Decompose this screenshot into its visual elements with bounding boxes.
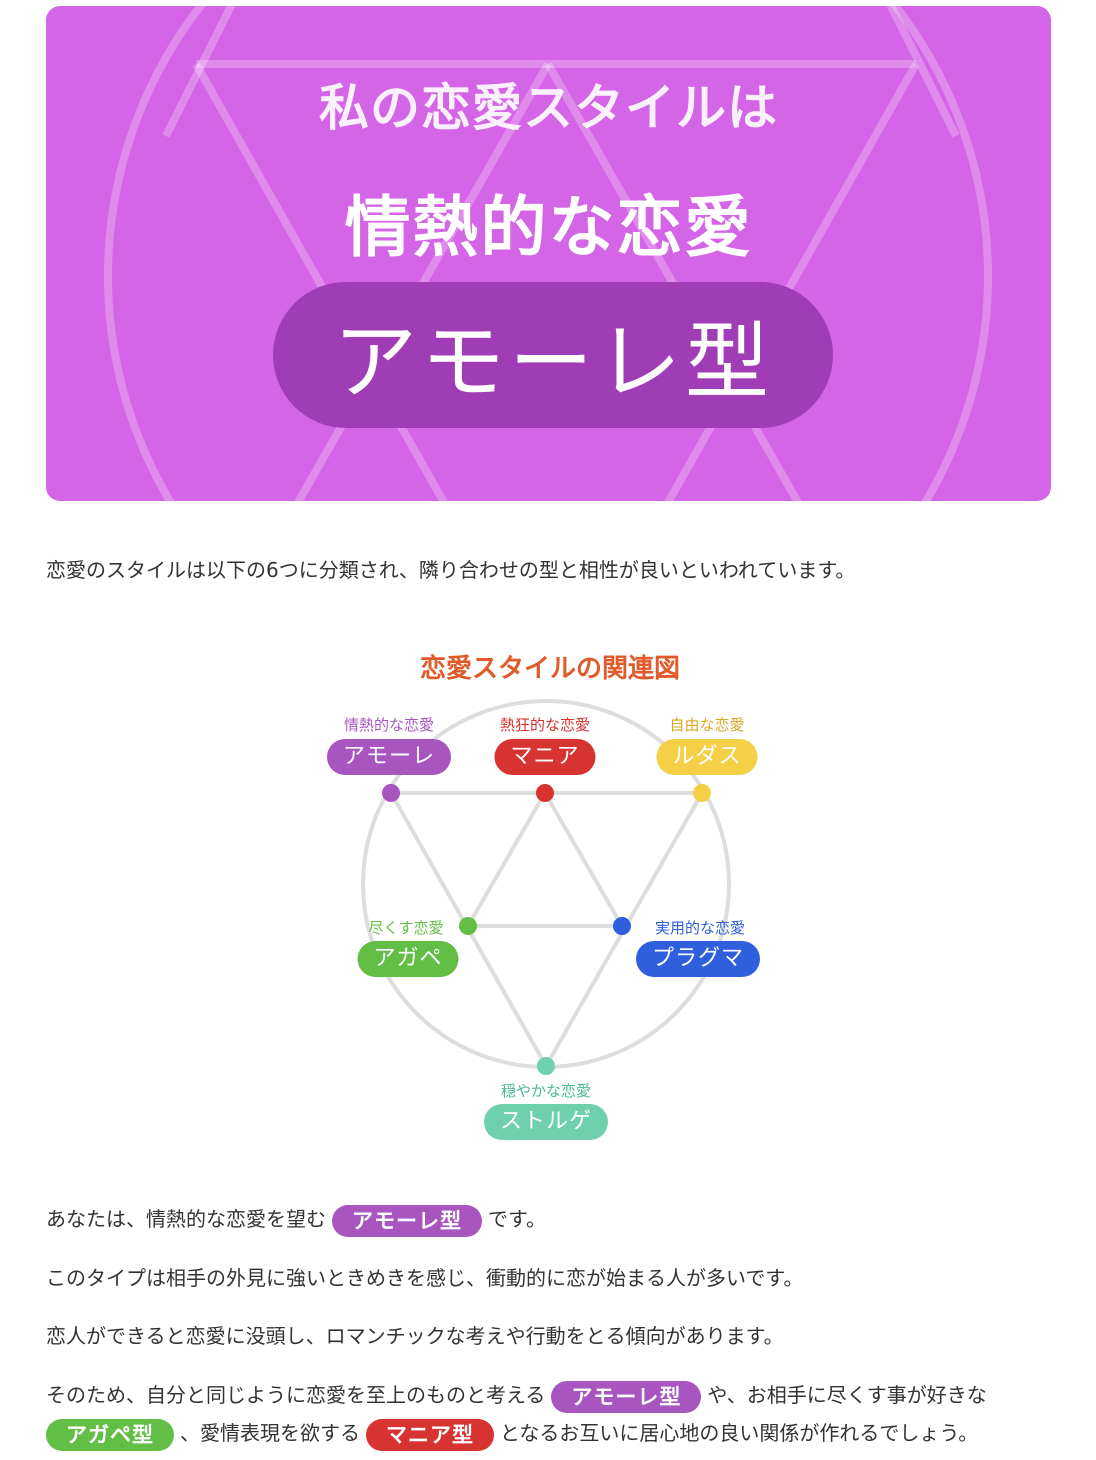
node-ludus-label: ルダス [656,739,758,775]
node-amore-label: アモーレ [326,739,452,775]
diagram-title: 恋愛スタイルの関連図 [419,654,680,684]
dot-agape [459,917,477,935]
result-p5-after: となるお互いに居心地の良い関係が作れるでしょう。 [500,1421,979,1445]
node-storge-label: ストルゲ [483,1104,609,1140]
result-paragraph-1: あなたは、情熱的な恋愛を望むアモーレ型です。 [46,1203,1056,1237]
compat-tag-agape: アガペ型 [46,1418,174,1451]
node-agape-label: アガペ [357,941,459,977]
node-mania-sub: 熱狂的な恋愛 [499,716,591,734]
result-paragraph-2: このタイプは相手の外見に強いときめきを感じ、衝動的に恋が始まる人が多いです。 [46,1266,804,1290]
node-pragma-label: プラグマ [635,941,761,977]
banner-style-name: 情熱的な恋愛 [344,189,753,266]
compat-tag-mania: マニア型 [366,1418,494,1451]
intro-text: 恋愛のスタイルは以下の6つに分類され、隣り合わせの型と相性が良いといわれています… [46,558,856,582]
banner-subtitle: 私の恋愛スタイルは [319,79,778,137]
node-mania-label: マニア [494,739,596,775]
result-p5-mid: 、愛情表現を欲する [180,1421,360,1445]
node-agape-sub: 尽くす恋愛 [368,919,444,937]
edge-mania-pragma [543,791,624,928]
result-p4-mid: や、お相手に尽くす事が好きな [707,1383,987,1407]
result-paragraph-5: アガペ型、愛情表現を欲するマニア型となるお互いに居心地の良い関係が作れるでしょう… [40,1417,1050,1451]
love-style-diagram: 恋愛スタイルの関連図 情熱的な恋愛 アモーレ 熱狂的な恋愛 マニア 自由な恋愛 … [320,640,780,1150]
result-paragraph-4: そのため、自分と同じように恋愛を至上のものと考えるアモーレ型や、お相手に尽くす事… [46,1379,1056,1413]
node-storge-sub: 穏やかな恋愛 [500,1082,592,1100]
node-amore-sub: 情熱的な恋愛 [343,716,435,734]
dot-mania [536,784,554,802]
result-p1-before: あなたは、情熱的な恋愛を望む [46,1207,326,1231]
dot-storge [537,1057,555,1075]
node-pragma-sub: 実用的な恋愛 [654,919,746,937]
dot-amore [382,784,400,802]
compat-tag-amore: アモーレ型 [551,1380,702,1413]
diagram-graph [361,699,731,1075]
dot-pragma [613,917,631,935]
banner-type-pill: アモーレ型 [273,282,833,428]
node-ludus-sub: 自由な恋愛 [669,716,745,734]
result-paragraph-3: 恋人ができると恋愛に没頭し、ロマンチックな考えや行動をとる傾向があります。 [46,1324,784,1348]
edge-mania-agape [466,791,547,928]
result-banner: 私の恋愛スタイルは 情熱的な恋愛 アモーレ型 [46,6,1051,501]
dot-ludus [693,784,711,802]
type-tag-amore: アモーレ型 [332,1204,482,1237]
result-p1-after: です。 [488,1207,546,1231]
result-p4-before: そのため、自分と同じように恋愛を至上のものと考える [46,1383,546,1407]
